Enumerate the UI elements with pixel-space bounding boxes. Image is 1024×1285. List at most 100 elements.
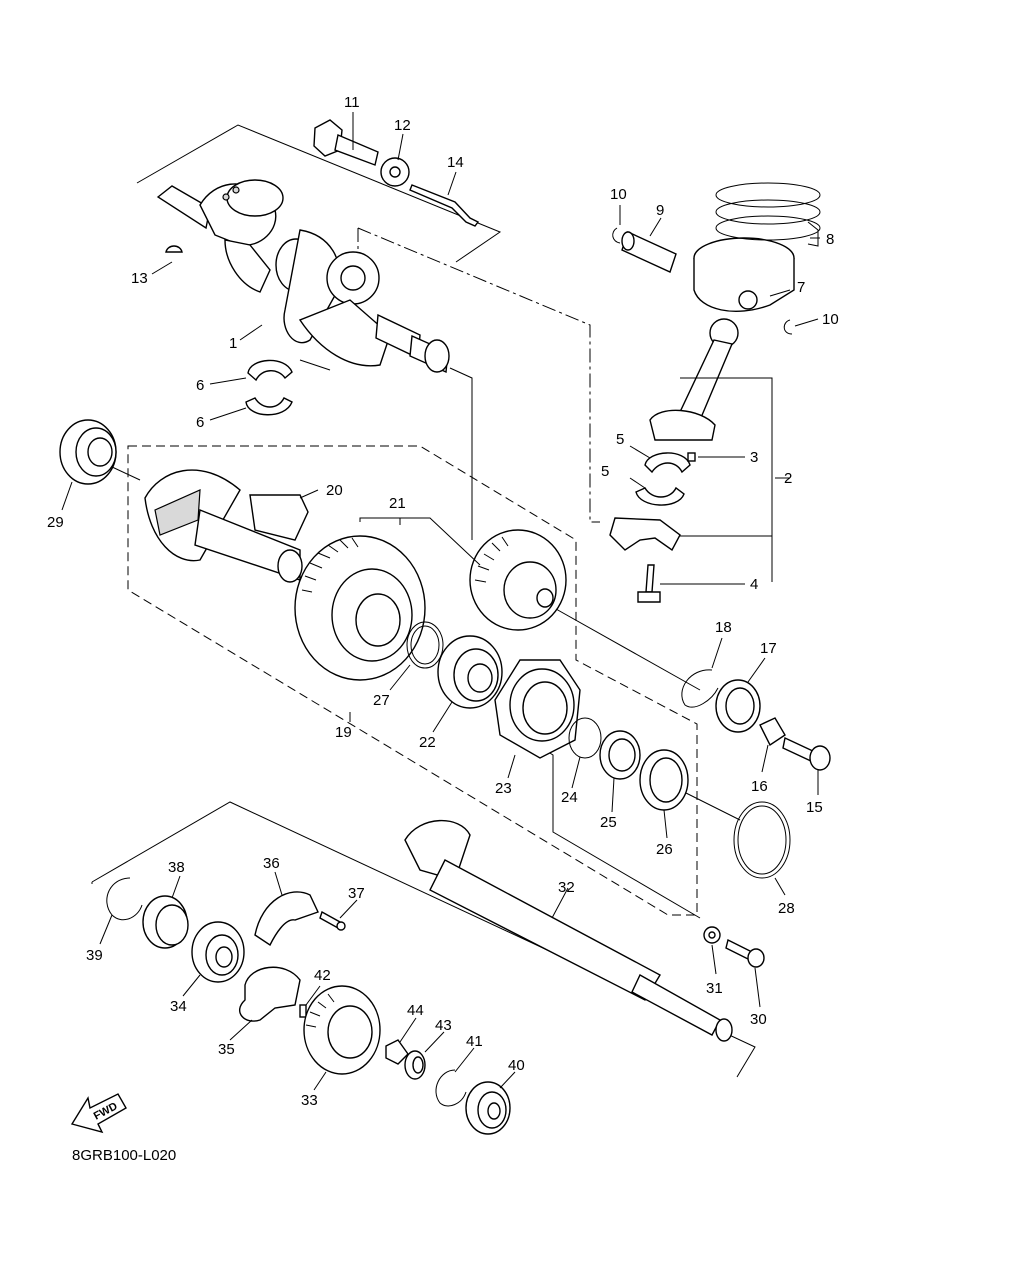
callout-8: 8: [826, 231, 834, 248]
callout-23: 23: [495, 780, 512, 797]
callout-22: 22: [419, 734, 436, 751]
bolt-11: [313, 119, 379, 166]
callout-31: 31: [706, 980, 723, 997]
piston: [693, 237, 795, 312]
housing-23: [494, 659, 581, 759]
callout-5-lower: 5: [601, 463, 609, 480]
diagram-code: 8GRB100-L020: [72, 1147, 176, 1164]
balancer-gear-21: [294, 535, 426, 681]
circlip-39: [106, 877, 143, 921]
callout-6-upper: 6: [196, 377, 204, 394]
bolt-15: [782, 736, 831, 771]
rod-bearing-lower: [635, 486, 685, 506]
shaft-group-outline: [91, 801, 756, 1078]
callout-44: 44: [407, 1002, 424, 1019]
callout-37: 37: [348, 885, 365, 902]
circlip-27: [406, 621, 444, 669]
callout-14: 14: [447, 154, 464, 171]
rod-pin-3: [687, 452, 696, 462]
callout-39: 39: [86, 947, 103, 964]
callout-1: 1: [229, 335, 237, 352]
gear-33: [303, 985, 381, 1075]
callout-43: 43: [435, 1017, 452, 1034]
callout-28: 28: [778, 900, 795, 917]
callout-34: 34: [170, 998, 187, 1015]
crank-bearing-lower: [245, 397, 293, 416]
bearing-29: [59, 419, 117, 485]
collar-25: [599, 730, 641, 780]
needle-bearing-38: [142, 895, 189, 949]
cam-35: [239, 966, 301, 1022]
callout-29: 29: [47, 514, 64, 531]
callout-12: 12: [394, 117, 411, 134]
callout-20: 20: [326, 482, 343, 499]
callout-17: 17: [760, 640, 777, 657]
callout-leaders: [61, 112, 820, 1091]
circlip-41: [435, 1069, 467, 1107]
bearing-34: [191, 921, 245, 983]
callout-6-lower: 6: [196, 414, 204, 431]
drive-gear: [469, 529, 567, 631]
crank-bearing-upper: [247, 359, 293, 382]
callout-5-upper: 5: [616, 431, 624, 448]
bearing-22: [437, 635, 503, 709]
callout-4: 4: [750, 576, 758, 593]
callout-18: 18: [715, 619, 732, 636]
callout-10-upper: 10: [610, 186, 627, 203]
callout-13: 13: [131, 270, 148, 287]
callout-40: 40: [508, 1057, 525, 1074]
pin-42: [299, 1004, 307, 1018]
piston-pin: [621, 231, 677, 273]
rod-cap: [609, 517, 681, 552]
rod-bearing-upper: [644, 452, 691, 474]
callout-10-lower: 10: [822, 311, 839, 328]
clip-10-upper: [612, 227, 621, 244]
plate-36: [254, 891, 319, 947]
callout-36: 36: [263, 855, 280, 872]
callout-16: 16: [751, 778, 768, 795]
shaft-32: [404, 819, 733, 1042]
callout-27: 27: [373, 692, 390, 709]
connecting-rod: [649, 318, 739, 441]
bracket-8: [807, 221, 819, 247]
clip-10-lower: [783, 319, 793, 335]
callout-30: 30: [750, 1011, 767, 1028]
washer-31: [703, 926, 721, 944]
callout-15: 15: [806, 799, 823, 816]
circlip-18: [681, 669, 719, 708]
piston-rings: [715, 182, 821, 241]
callout-42: 42: [314, 967, 331, 984]
callout-25: 25: [600, 814, 617, 831]
bolt-30: [725, 938, 765, 968]
bearing-40: [465, 1081, 511, 1135]
collar-43: [404, 1050, 426, 1080]
callout-32: 32: [558, 879, 575, 896]
callout-7: 7: [797, 279, 805, 296]
lock-washer-16: [759, 717, 786, 747]
balancer-weight-20: [249, 494, 309, 541]
bearing-17: [715, 679, 761, 733]
fwd-arrow-icon: FWD: [70, 1093, 127, 1134]
woodruff-key: [165, 245, 183, 253]
washer-12: [380, 157, 410, 187]
callout-11: 11: [344, 94, 360, 111]
callout-3: 3: [750, 449, 758, 466]
oring-28: [733, 801, 791, 879]
callout-19: 19: [335, 724, 352, 741]
rod-bolt-4: [637, 564, 661, 603]
callout-9: 9: [656, 202, 664, 219]
callout-33: 33: [301, 1092, 318, 1109]
washer-44: [385, 1039, 409, 1065]
callout-41: 41: [466, 1033, 483, 1050]
balancer-shaft: [144, 469, 303, 583]
callout-2: 2: [784, 470, 792, 487]
callout-26: 26: [656, 841, 673, 858]
callout-35: 35: [218, 1041, 235, 1058]
callout-labels: 11 12 14 10 9 8 13 7 10 1 6 6 5 3 5 2 20…: [47, 94, 839, 1109]
screw-37: [319, 910, 346, 931]
oil-seal-26: [639, 749, 689, 811]
crankshaft: [156, 179, 450, 374]
callout-24: 24: [561, 789, 578, 806]
